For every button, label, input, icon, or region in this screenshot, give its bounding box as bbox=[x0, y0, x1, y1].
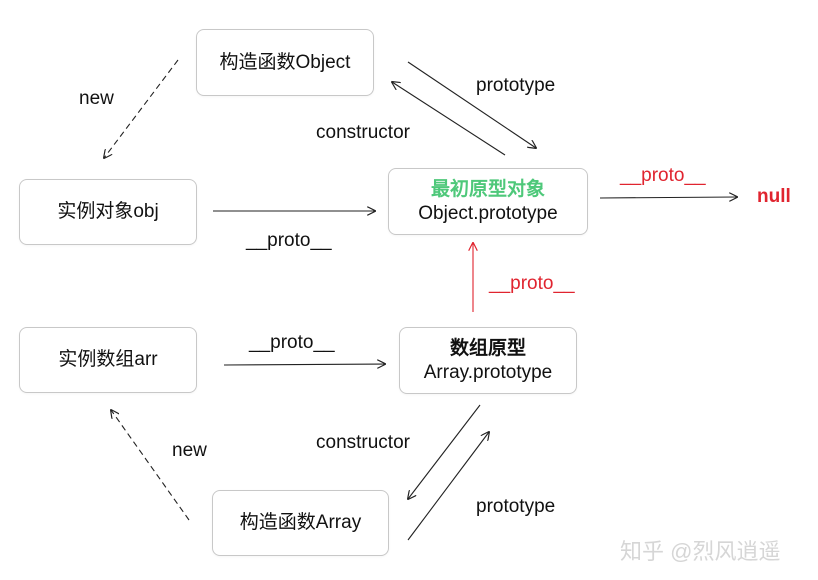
array-constructor-label: 构造函数Array bbox=[239, 512, 362, 533]
new-arrow-bottom bbox=[111, 410, 190, 521]
object-prototype-title: 最初原型对象 bbox=[430, 178, 545, 200]
array-prototype-title: 数组原型 bbox=[449, 337, 526, 359]
prototype-label-top: prototype bbox=[476, 75, 556, 96]
proto-label-to-null: __proto__ bbox=[620, 165, 706, 186]
prototype-arrow-top bbox=[407, 61, 536, 148]
obj-instance-label: 实例对象obj bbox=[57, 201, 159, 222]
watermark: 知乎 @烈风逍遥 bbox=[620, 539, 781, 564]
proto-label-array-to-object: __proto__ bbox=[489, 273, 575, 294]
constructor-arrow-bottom bbox=[408, 404, 481, 499]
obj-instance-node: 实例对象obj bbox=[19, 179, 197, 245]
constructor-arrow-top bbox=[392, 82, 506, 156]
array-constructor-node: 构造函数Array bbox=[212, 490, 389, 556]
prototype-arrow-bottom bbox=[407, 432, 489, 541]
constructor-label-bottom: constructor bbox=[316, 432, 410, 453]
proto-arrow-arr bbox=[223, 364, 385, 365]
proto-label-arr: __proto__ bbox=[249, 332, 335, 353]
object-constructor-node: 构造函数Object bbox=[196, 29, 374, 96]
new-label-top: new bbox=[79, 88, 114, 109]
proto-label-obj: __proto__ bbox=[246, 230, 332, 251]
null-label: null bbox=[757, 186, 791, 207]
array-prototype-label: Array.prototype bbox=[423, 361, 553, 383]
object-constructor-label: 构造函数Object bbox=[219, 51, 351, 73]
array-prototype-node: 数组原型 Array.prototype bbox=[399, 327, 577, 394]
arr-instance-node: 实例数组arr bbox=[19, 327, 197, 393]
prototype-label-bottom: prototype bbox=[476, 496, 556, 517]
object-prototype-node: 最初原型对象 Object.prototype bbox=[388, 168, 588, 235]
arr-instance-label: 实例数组arr bbox=[58, 349, 158, 370]
new-arrow-top bbox=[104, 59, 179, 158]
constructor-label-top: constructor bbox=[316, 122, 410, 143]
object-prototype-label: Object.prototype bbox=[418, 202, 558, 224]
new-label-bottom: new bbox=[172, 440, 207, 461]
proto-arrow-null bbox=[599, 197, 737, 198]
